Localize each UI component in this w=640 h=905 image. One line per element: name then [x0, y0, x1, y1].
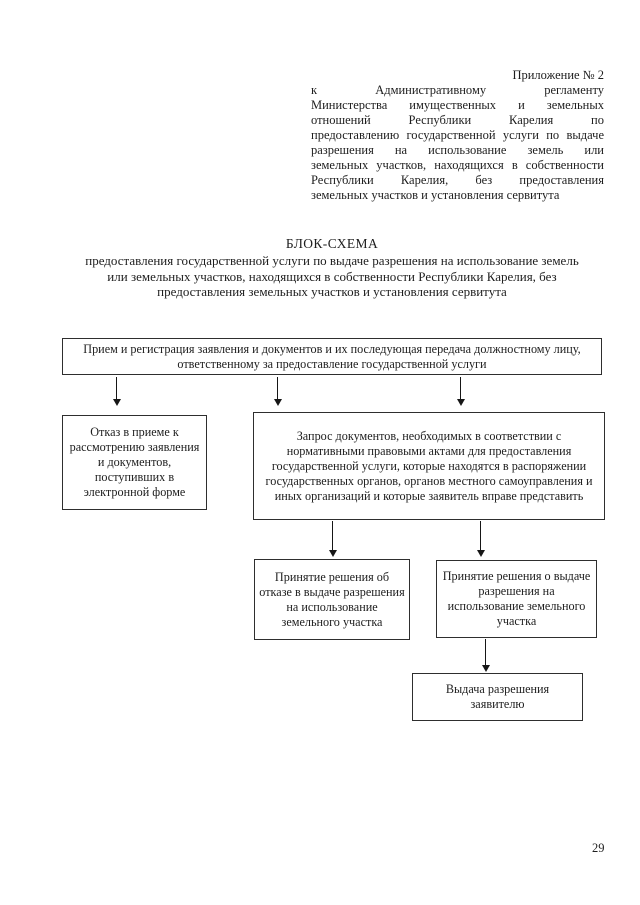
flow-box-decision-issue: Принятие решения о выдаче разрешения на …	[436, 560, 597, 638]
down-arrow-icon	[476, 521, 485, 557]
arrow-head	[476, 550, 485, 557]
regulation-note-line: разрешения на использование земель или	[311, 143, 604, 157]
doc-title: БЛОК-СХЕМА	[285, 236, 379, 251]
regulation-note-line: Республики Карелия, без предоставления	[311, 173, 604, 187]
appendix-header: Приложение № 2 к Административному регла…	[311, 68, 604, 203]
regulation-note-line: Министерства имущественных и земельных	[311, 98, 604, 112]
down-arrow-icon	[481, 639, 490, 672]
arrow-head	[273, 399, 282, 406]
flow-box-issue-to-applicant: Выдача разрешения заявителю	[412, 673, 583, 721]
arrow-head	[456, 399, 465, 406]
arrow-head	[328, 550, 337, 557]
arrow-head	[481, 665, 490, 672]
page-number: 29	[592, 841, 605, 855]
doc-subtitle-line: предоставления государственной услуги по…	[85, 253, 579, 269]
doc-subtitle-line: предоставления земельных участков и уста…	[157, 283, 507, 299]
flow-box-request-documents: Запрос документов, необходимых в соответ…	[253, 412, 605, 520]
arrow-shaft	[480, 521, 481, 550]
down-arrow-icon	[456, 377, 465, 406]
appendix-label: Приложение № 2	[512, 68, 604, 82]
arrow-shaft	[485, 639, 486, 665]
arrow-shaft	[460, 377, 461, 399]
arrow-head	[112, 399, 121, 406]
flow-box-intake: Прием и регистрация заявления и документ…	[62, 338, 602, 375]
arrow-shaft	[277, 377, 278, 399]
down-arrow-icon	[328, 521, 337, 557]
arrow-shaft	[116, 377, 117, 399]
regulation-note-line: земельных участков, находящихся в собств…	[311, 158, 604, 172]
flow-box-decision-refuse: Принятие решения об отказе в выдаче разр…	[254, 559, 410, 640]
down-arrow-icon	[112, 377, 121, 406]
arrow-shaft	[332, 521, 333, 550]
regulation-note-line: к Административному регламенту	[311, 83, 604, 97]
down-arrow-icon	[273, 377, 282, 406]
regulation-note-line: отношений Республики Карелия по	[311, 113, 604, 127]
regulation-note-line: предоставлению государственной услуги по…	[311, 128, 604, 142]
doc-subtitle-line: или земельных участков, находящихся в со…	[107, 268, 557, 284]
regulation-note-line: земельных участков и установления сервит…	[311, 188, 560, 202]
title-block: БЛОК-СХЕМА предоставления государственно…	[26, 236, 638, 299]
flow-box-refusal-electronic: Отказ в приеме к рассмотрению заявления …	[62, 415, 207, 510]
